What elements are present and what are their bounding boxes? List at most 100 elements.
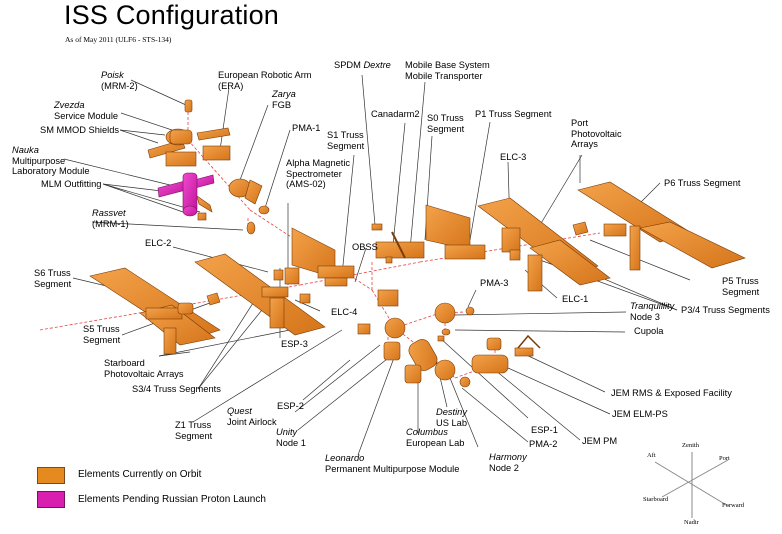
rassvet-module (246, 221, 256, 235)
label-starboard-pv-line2: Photovoltaic Arrays (104, 368, 184, 379)
columbus-lab (404, 364, 422, 384)
label-mbs-line1: Mobile Base System (405, 60, 490, 70)
label-ams-line2: Spectrometer (286, 168, 342, 179)
russian-segment (147, 99, 270, 235)
label-esp2: ESP-2 (277, 401, 304, 411)
label-pma2: PMA-2 (529, 439, 558, 449)
axis-aft-forward (654, 461, 729, 507)
label-port-pv-line3: Arrays (571, 139, 598, 150)
label-zarya-desc: FGB (272, 99, 292, 110)
label-p34-truss: P3/4 Truss Segments (681, 305, 770, 315)
label-p1-truss: P1 Truss Segment (475, 109, 552, 119)
label-elc3: ELC-3 (500, 152, 527, 162)
label-p6-truss: P6 Truss Segment (664, 178, 741, 188)
label-s34-truss: S3/4 Truss Segments (132, 384, 221, 394)
p34-solar-array-lower (529, 239, 611, 286)
dextre (371, 223, 383, 231)
s34-truss (261, 286, 289, 298)
label-jem-pm: JEM PM (582, 436, 618, 446)
label-zvezda-name: Zvezda (54, 100, 85, 110)
jem-elm-ps (486, 337, 502, 351)
label-unity-name: Unity (276, 427, 298, 437)
esp2 (357, 323, 371, 335)
cupola (441, 328, 451, 336)
s34-radiator (269, 297, 285, 329)
legend-label-on-orbit: Elements Currently on Orbit (78, 469, 202, 480)
label-spdm-dextre: SPDM Dextre (334, 60, 391, 71)
label-elc2: ELC-2 (145, 238, 172, 248)
label-cupola: Cupola (634, 326, 664, 336)
label-pma3: PMA-3 (480, 278, 509, 288)
label-nauka-line2: Multipurpose (12, 155, 66, 166)
p34-radiator (527, 254, 543, 292)
p1-radiator (425, 204, 471, 251)
label-rassvet-desc: (MRM-1) (92, 218, 129, 229)
label-mlm-outfitting: MLM Outfitting (41, 179, 102, 189)
label-spdm-text: SPDM (334, 60, 361, 70)
p6-radiator (629, 225, 641, 271)
label-s6-line1: S6 Truss (34, 268, 71, 278)
jem-exposed-facility (514, 347, 534, 357)
pressurized-modules (357, 302, 541, 388)
label-nauka-line3: Laboratory Module (12, 166, 90, 177)
destiny-lab (408, 339, 438, 371)
s6-s5-truss (145, 307, 183, 320)
label-esp1: ESP-1 (531, 425, 558, 435)
label-rassvet: Rassvet(MRM-1) (92, 208, 129, 229)
legend-swatch-pending (37, 491, 65, 508)
label-s1-line2: Segment (327, 140, 365, 151)
axis-label-aft: Aft (647, 452, 656, 459)
p5-truss (572, 221, 589, 236)
pma1-adapter (258, 205, 270, 215)
label-starboard-pv-line1: Starboard (104, 358, 145, 368)
label-columbus-desc: European Lab (406, 437, 465, 448)
unity-node1 (384, 317, 406, 339)
label-jem-rms: JEM RMS & Exposed Facility (611, 388, 732, 398)
label-jem-elm-ps: JEM ELM-PS (612, 409, 668, 419)
legend-label-pending: Elements Pending Russian Proton Launch (78, 494, 266, 505)
label-poisk: Poisk(MRM-2) (101, 70, 138, 91)
s6-radiator (163, 327, 177, 355)
sm-mmod-panel-right (202, 145, 231, 161)
label-era-line2: (ERA) (218, 80, 244, 91)
canadarm2 (391, 231, 406, 259)
label-elc1: ELC-1 (562, 294, 589, 304)
elc2-carrier (273, 269, 284, 281)
label-nauka-name: Nauka (12, 145, 39, 155)
label-era-line1: European Robotic Arm (218, 70, 312, 80)
label-z1-line2: Segment (175, 430, 213, 441)
label-poisk-name: Poisk (101, 70, 124, 80)
label-p5-line2: Segment (722, 286, 760, 297)
label-pma1: PMA-1 (292, 123, 321, 133)
label-sm-mmod-shields: SM MMOD Shields (40, 125, 120, 135)
axis-label-forward: Forward (722, 502, 745, 509)
label-columbus-name: Columbus (406, 427, 448, 437)
label-leonardo-name: Leonardo (325, 453, 365, 463)
truss-and-arrays (89, 181, 746, 355)
label-harmony-name: Harmony (489, 452, 527, 462)
label-quest-name: Quest (227, 406, 252, 416)
mlm-outfitting (196, 195, 213, 213)
orientation-axes (654, 452, 729, 518)
axis-label-starboard: Starboard (643, 496, 669, 503)
label-elc4: ELC-4 (331, 307, 358, 317)
elc4-carrier (299, 293, 311, 304)
elc1-carrier (509, 249, 521, 261)
mobile-base-system (385, 256, 393, 264)
label-s0-line1: S0 Truss (427, 113, 464, 123)
label-era: European Robotic Arm(ERA) (218, 70, 312, 91)
label-tranquility-desc: Node 3 (630, 311, 660, 322)
axis-label-nadir: Nadir (684, 519, 699, 526)
